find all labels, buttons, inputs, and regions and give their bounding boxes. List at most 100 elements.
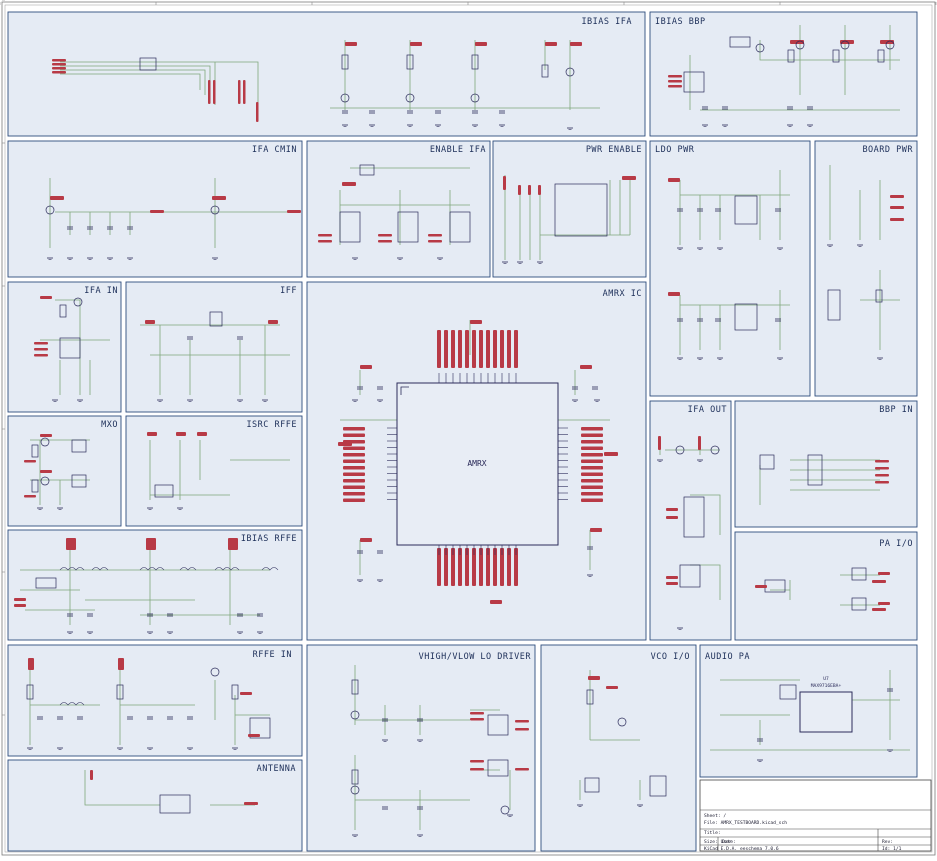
transistor-layer <box>40 40 895 815</box>
net-label <box>500 548 504 586</box>
amrx-chip-label: AMRX <box>467 459 486 468</box>
net-label <box>197 432 207 436</box>
net-label <box>212 196 226 200</box>
net-label <box>493 330 497 368</box>
title-block: Sheet: / File: AMRX_TESTBOARD.kicad_sch … <box>699 779 932 852</box>
net-label <box>507 330 511 368</box>
ic-symbol <box>59 337 81 359</box>
net-label <box>507 548 511 586</box>
panel-box <box>125 281 303 413</box>
panel-ibias-bbp: IBIAS BBP <box>649 11 918 137</box>
net-label <box>890 195 904 198</box>
net-label <box>14 598 26 601</box>
net-label <box>581 453 603 457</box>
net-label <box>875 474 889 477</box>
connector-symbol <box>359 164 375 176</box>
panel-box <box>540 644 697 852</box>
antenna-coil <box>159 794 191 814</box>
wire <box>20 545 270 625</box>
wire <box>504 175 631 260</box>
panel-box <box>7 415 122 527</box>
panel-enable-ifa: ENABLE IFA <box>306 140 491 278</box>
net-label <box>410 42 422 46</box>
amrx-chip: AMRX <box>387 373 568 555</box>
resistor-symbol <box>832 49 840 63</box>
panel-title: IBIAS RFFE <box>241 534 297 544</box>
component-layer <box>26 36 885 814</box>
net-label <box>40 434 52 437</box>
net-label <box>268 320 278 324</box>
transistor-symbol <box>210 205 220 215</box>
wire <box>710 670 910 751</box>
panel-pwr-enable: PWR ENABLE <box>492 140 647 278</box>
panel-title: BOARD PWR <box>862 145 913 155</box>
transistor-symbol <box>405 93 415 103</box>
panel-box <box>492 140 647 278</box>
panel-vco-io: VCO I/O <box>540 644 697 852</box>
net-label <box>90 770 93 780</box>
audio-pa-chip-ref: U7 <box>823 676 829 682</box>
inductor-layer <box>59 567 279 706</box>
wire <box>40 299 110 395</box>
panel-box <box>306 140 491 278</box>
net-label <box>470 760 484 763</box>
resistor-symbol <box>231 684 239 700</box>
wire <box>330 40 600 110</box>
connector-symbol <box>827 289 841 321</box>
connector-symbol <box>807 454 823 486</box>
panel-title: VHIGH/VLOW LO DRIVER <box>419 652 532 662</box>
panel-ifa-cmin: IFA CMIN <box>7 140 303 278</box>
net-label <box>24 495 36 498</box>
title-block-size: Size: User <box>704 839 732 845</box>
net-label <box>343 492 365 496</box>
net-label <box>872 580 886 583</box>
transistor-symbol <box>885 40 895 50</box>
wire <box>30 439 90 505</box>
resistor-symbol <box>471 54 479 70</box>
net-label <box>343 459 365 463</box>
panel-title: MXO <box>101 420 118 430</box>
panel-title: IFA CMIN <box>252 145 297 155</box>
title-block-id: Id: 1/1 <box>882 846 902 852</box>
connector-symbol <box>35 577 57 589</box>
net-label <box>581 440 603 444</box>
net-label <box>34 348 48 351</box>
net-label <box>428 240 442 243</box>
net-label <box>581 446 603 450</box>
net-label <box>465 330 469 368</box>
net-label <box>238 80 241 104</box>
ic-symbol <box>449 211 471 243</box>
net-label <box>287 210 301 213</box>
panel-board-pwr: BOARD PWR <box>814 140 918 397</box>
net-label <box>343 479 365 483</box>
ic-symbol <box>487 714 509 736</box>
net-label <box>248 734 260 737</box>
title-block-frame <box>699 779 932 852</box>
net-label <box>666 582 678 585</box>
net-label <box>50 196 64 200</box>
ground-layer <box>27 124 893 837</box>
net-label <box>472 330 476 368</box>
net-label <box>890 206 904 209</box>
net-label <box>581 459 603 463</box>
panel-antenna: ANTENNA <box>7 759 303 852</box>
net-label <box>875 467 889 470</box>
panel-title: ISRC RFFE <box>246 420 297 430</box>
net-label <box>581 466 603 470</box>
panel-box <box>734 400 918 528</box>
net-label <box>147 432 157 436</box>
amrx-chip-pins <box>387 373 568 555</box>
panel-box <box>7 644 303 757</box>
net-label <box>318 234 332 237</box>
net-label <box>486 330 490 368</box>
net-label <box>343 498 365 502</box>
net-label <box>176 432 186 436</box>
ic-symbol <box>339 211 361 243</box>
net-label <box>343 427 365 431</box>
connector-symbol <box>249 717 271 739</box>
panel-box <box>649 140 811 397</box>
net-label <box>493 548 497 586</box>
net-label <box>451 548 455 586</box>
net-label <box>458 548 462 586</box>
net-label <box>470 768 484 771</box>
